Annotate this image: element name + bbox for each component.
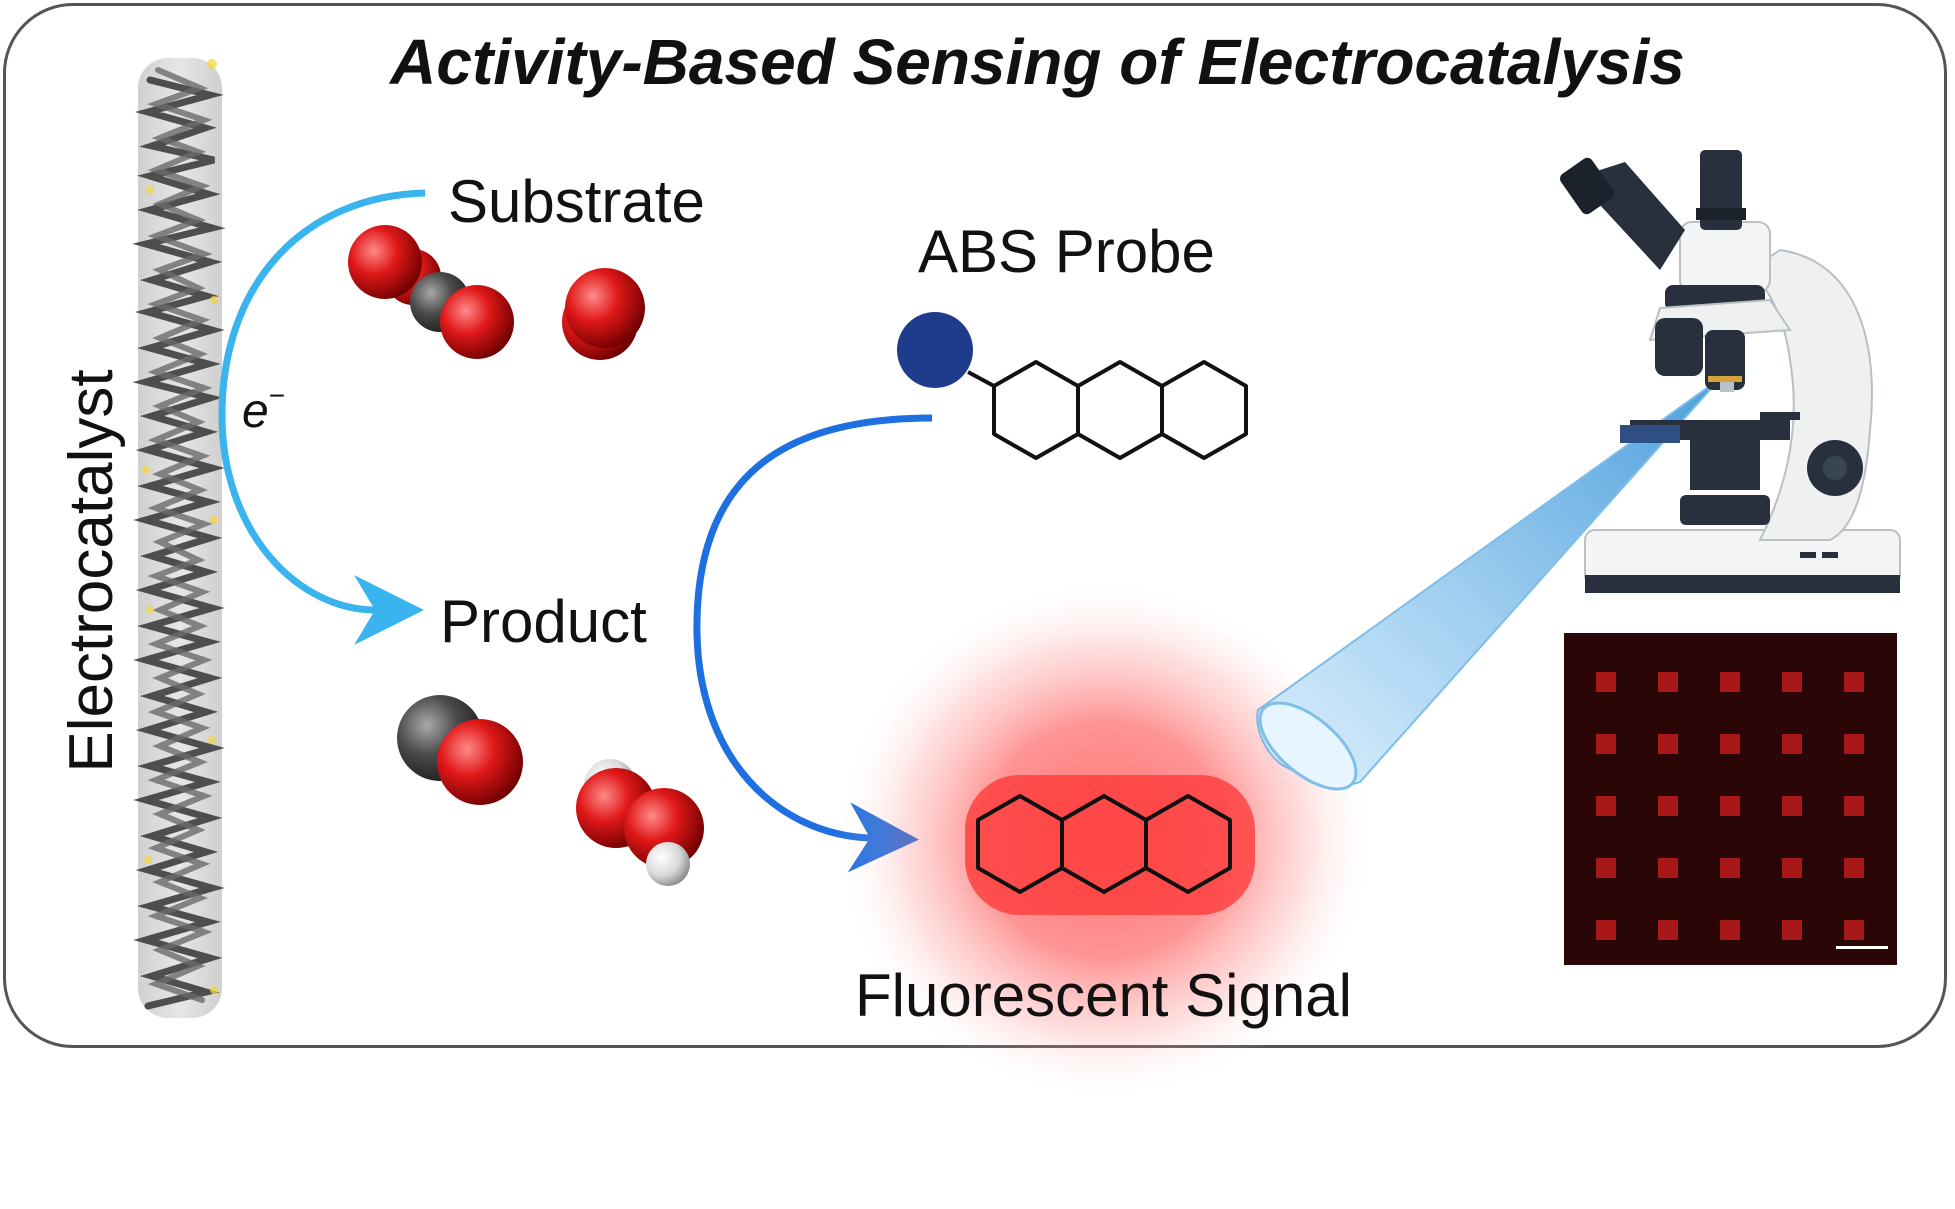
sensing-arrow	[693, 414, 933, 873]
fluorescence-micrograph	[1564, 633, 1897, 965]
electron-charge: −	[268, 380, 286, 411]
abs-probe-icon	[897, 312, 1248, 460]
scale-bar	[1836, 946, 1888, 949]
fluorescent-signal-label: Fluorescent Signal	[855, 962, 1352, 1029]
electrocatalyst-label: Electrocatalyst	[57, 369, 126, 773]
electrode-rod-icon	[132, 58, 226, 1018]
electron-symbol: e	[242, 385, 269, 438]
co-molecule-icon	[397, 695, 523, 805]
co2-molecule-icon	[348, 225, 514, 359]
reduction-arrow	[218, 189, 426, 645]
fluorescent-glow	[835, 580, 1375, 1100]
figure-title: Activity-Based Sensing of Electrocatalys…	[390, 26, 1685, 98]
microscope-icon	[1560, 150, 1901, 593]
electron-label: e−	[242, 382, 285, 436]
substrate-label: Substrate	[448, 168, 705, 235]
light-beam	[1256, 379, 1719, 791]
h2o2-molecule-icon	[576, 759, 704, 886]
product-label: Product	[440, 588, 647, 655]
o2-molecule-icon	[562, 268, 645, 360]
abs-probe-label: ABS Probe	[918, 218, 1215, 285]
